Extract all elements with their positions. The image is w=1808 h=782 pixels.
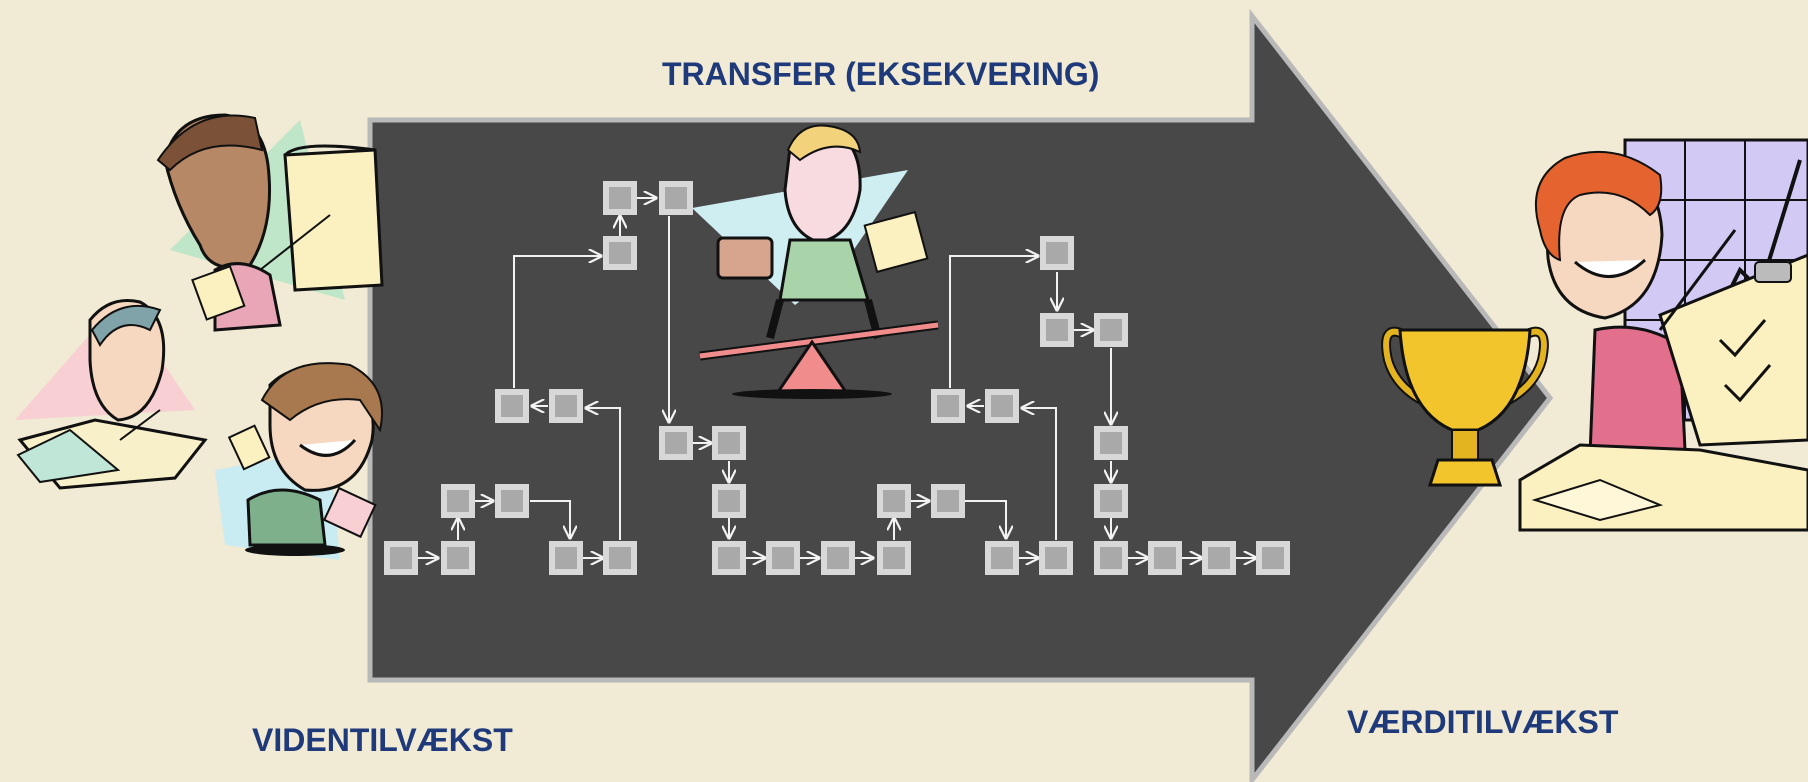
process-node-inner bbox=[609, 242, 631, 264]
process-node-inner bbox=[609, 187, 631, 209]
process-node-inner bbox=[447, 490, 469, 512]
process-node-inner bbox=[555, 547, 577, 569]
process-node-inner bbox=[447, 547, 469, 569]
process-node-inner bbox=[991, 547, 1013, 569]
process-node-inner bbox=[883, 490, 905, 512]
presenter-man-illustration bbox=[156, 113, 384, 332]
process-node-inner bbox=[718, 547, 740, 569]
process-node-inner bbox=[665, 187, 687, 209]
happy-woman-chart-illustration bbox=[1518, 138, 1808, 532]
process-node-inner bbox=[827, 547, 849, 569]
process-node-inner bbox=[665, 432, 687, 454]
process-node-inner bbox=[1046, 319, 1068, 341]
process-node-inner bbox=[718, 432, 740, 454]
trophy-icon bbox=[1381, 326, 1549, 487]
process-node-inner bbox=[390, 547, 412, 569]
flow-connectors bbox=[418, 198, 1256, 558]
writing-man-illustration bbox=[15, 299, 208, 490]
process-node-inner bbox=[937, 395, 959, 417]
process-node-inner bbox=[1100, 490, 1122, 512]
transfer-title: TRANSFER (EKSEKVERING) bbox=[662, 56, 1100, 92]
process-node-inner bbox=[1100, 319, 1122, 341]
process-node-inner bbox=[555, 395, 577, 417]
process-node-inner bbox=[1100, 432, 1122, 454]
knowledge-growth-label: VIDENTILVÆKST bbox=[252, 722, 513, 758]
process-node-inner bbox=[1262, 547, 1284, 569]
laughing-woman-illustration bbox=[215, 362, 383, 560]
process-node-inner bbox=[1045, 547, 1067, 569]
process-node-inner bbox=[1046, 242, 1068, 264]
process-node-inner bbox=[883, 547, 905, 569]
process-node-inner bbox=[1100, 547, 1122, 569]
balancing-man-illustration bbox=[692, 124, 939, 399]
process-node-inner bbox=[937, 490, 959, 512]
process-node-inner bbox=[501, 395, 523, 417]
process-node-inner bbox=[991, 395, 1013, 417]
value-growth-label: VÆRDITILVÆKST bbox=[1347, 704, 1619, 740]
process-node-inner bbox=[1154, 547, 1176, 569]
process-node-inner bbox=[609, 547, 631, 569]
process-node-inner bbox=[718, 490, 740, 512]
process-nodes bbox=[384, 181, 1290, 575]
process-node-inner bbox=[1208, 547, 1230, 569]
process-node-inner bbox=[772, 547, 794, 569]
process-node-inner bbox=[501, 490, 523, 512]
